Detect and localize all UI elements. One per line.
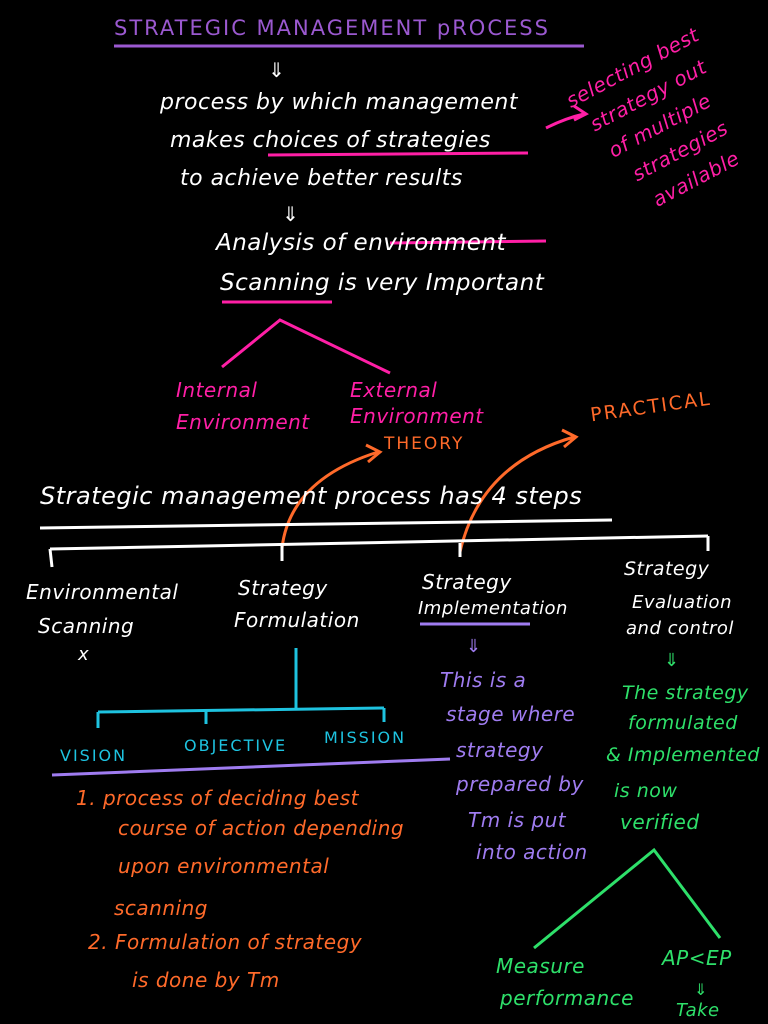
step-2-line-1: Strategy [238,576,328,600]
internal-env-line-1: Internal [176,378,258,402]
vision-label: VISION [60,746,128,765]
take-label: Take [676,1000,720,1021]
step-4-line-2: Evaluation [632,592,732,613]
formulation-note-1: 1. process of deciding best [76,786,360,810]
analysis-line-2: Scanning is very Important [220,270,545,296]
down-arrow-icon: ⇓ [664,650,680,671]
formulation-note-3: upon environmental [118,854,330,878]
formulation-note-2: course of action depending [118,816,405,840]
analysis-line-1: Analysis of environment [216,230,507,256]
external-env-line-2: Environment [350,404,484,428]
steps-heading: Strategic management process has 4 steps [40,482,583,510]
formulation-note-5: 2. Formulation of strategy [88,930,363,954]
theory-label: THEORY [384,434,465,454]
internal-env-line-2: Environment [176,410,310,434]
formulation-note-6: is done by Tm [132,968,280,992]
down-arrow-icon: ⇓ [694,980,708,999]
definition-line-3: to achieve better results [180,166,463,191]
step-4-line-1: Strategy [624,558,710,580]
external-env-line-1: External [350,378,438,402]
objective-label: OBJECTIVE [184,736,288,755]
definition-line-1: process by which management [160,90,518,115]
implementation-note-2: stage where [446,702,576,726]
step-3-line-1: Strategy [422,570,512,594]
ap-ep-label: AP<EP [662,946,732,970]
down-arrow-icon: ⇓ [282,202,300,226]
cross-icon: x [78,644,90,665]
performance-label: performance [500,986,634,1010]
evaluation-note-1: The strategy [622,682,749,704]
evaluation-note-4: is now [614,780,678,802]
mission-label: MISSION [324,728,407,747]
evaluation-note-5: verified [620,810,700,834]
down-arrow-icon: ⇓ [268,58,286,82]
implementation-note-6: into action [476,840,588,864]
step-3-line-2: Implementation [418,598,568,619]
implementation-note-5: Tm is put [468,808,567,832]
step-1-line-1: Environmental [26,580,179,604]
formulation-note-4: scanning [114,896,208,920]
evaluation-note-2: formulated [628,712,738,734]
page-title: STRATEGIC MANAGEMENT pROCESS [114,16,550,40]
measure-label: Measure [496,954,585,978]
step-2-line-2: Formulation [234,608,360,632]
implementation-note-4: prepared by [456,772,584,796]
down-arrow-icon: ⇓ [466,636,482,657]
step-4-line-3: and control [626,618,734,639]
step-1-line-2: Scanning [38,614,135,638]
definition-line-2: makes choices of strategies [170,128,491,153]
implementation-note-3: strategy [456,738,544,762]
implementation-note-1: This is a [440,668,527,692]
evaluation-note-3: & Implemented [606,744,760,766]
